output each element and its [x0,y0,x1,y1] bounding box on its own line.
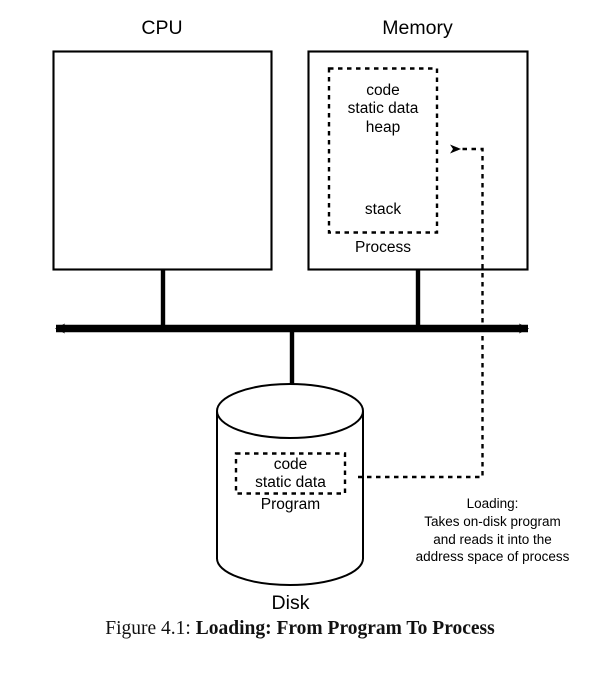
cpu-box [52,50,273,271]
loading-annotation-text: Loading: Takes on-disk program and reads… [415,496,570,565]
figure-caption: Figure 4.1: Loading: From Program To Pro… [0,618,600,640]
process-label: Process [355,239,411,256]
cpu-label: CPU [141,17,183,39]
process-stack-text: stack [364,201,402,218]
program-segments-box [234,452,347,495]
process-address-space-box [327,67,439,234]
program-label: Program [260,496,321,513]
loading-dashed-path [358,144,484,479]
disk-label: Disk [271,592,310,614]
disk-cylinder-top-ellipse [216,383,364,439]
program-segments-text: code static data [255,456,326,492]
figure-caption-title: Loading: From Program To Process [195,618,495,639]
figure-caption-prefix: Figure 4.1: [105,618,196,639]
process-segments-top-text: code static data heap [347,82,419,136]
memory-label: Memory [382,17,453,39]
